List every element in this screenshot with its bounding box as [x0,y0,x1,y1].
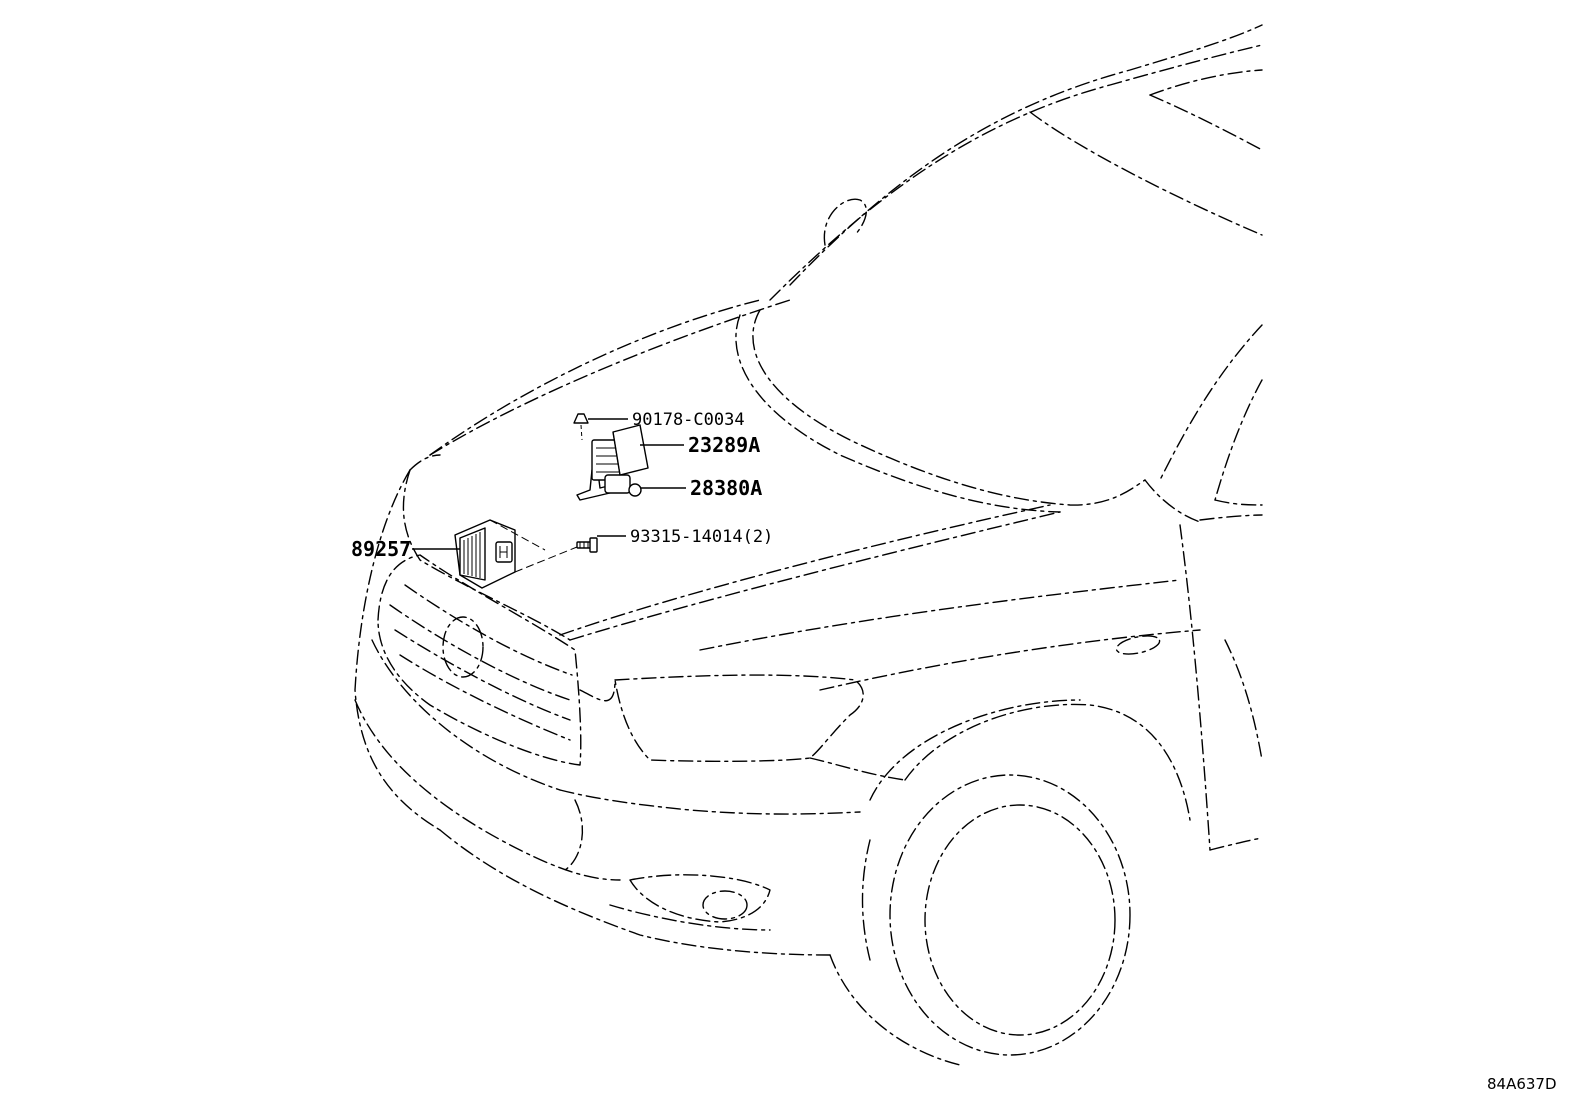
leader-lines [412,418,686,550]
bolt-part [576,537,598,553]
reference-code: 84A637D [1487,1075,1557,1093]
callout-cover: 23289A [688,433,760,457]
callout-bolt: 93315-14014(2) [630,527,773,547]
vehicle-outline [354,24,1263,1066]
clip-part [573,413,589,441]
callout-labels: 90178-C0034 23289A 28380A 93315-14014(2)… [351,410,773,561]
callout-clip: 90178-C0034 [632,410,745,430]
callout-radar: 89257 [351,537,411,561]
sensor-cover-part [612,424,649,476]
callout-sensor: 28380A [690,476,762,500]
radar-sensor-part [454,519,578,589]
